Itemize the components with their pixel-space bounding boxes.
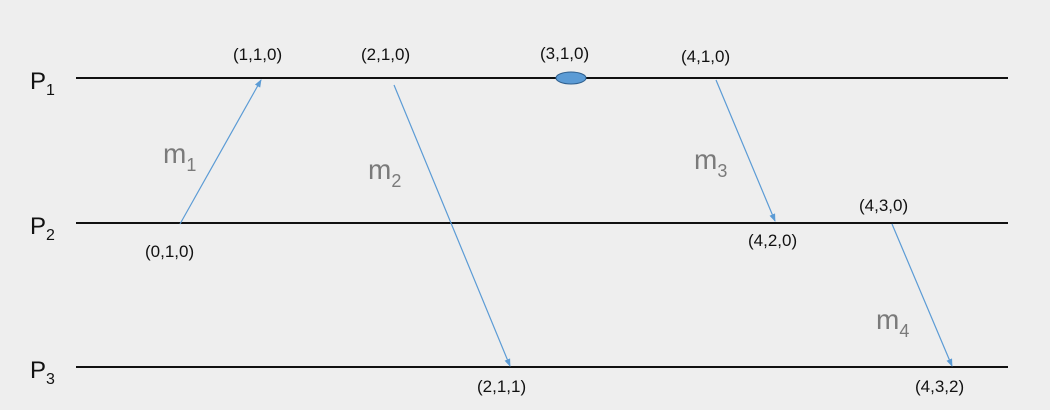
process-subscript: 2	[46, 227, 55, 244]
event-timestamp-p2-e1: (0,1,0)	[145, 242, 195, 261]
event-timestamp-p2-e3: (4,3,0)	[859, 196, 909, 215]
message-subscript: 1	[186, 155, 197, 175]
message-subscript: 3	[717, 161, 728, 181]
message-label-m1: m1	[163, 138, 196, 175]
process-letter: P	[30, 213, 47, 240]
event-timestamp-p1-e2: (2,1,0)	[361, 45, 411, 64]
message-subscript: 4	[899, 321, 910, 341]
event-timestamp-p1-e1: (1,1,0)	[233, 45, 283, 64]
process-letter: P	[30, 357, 47, 384]
message-letter: m	[368, 154, 392, 185]
message-letter: m	[163, 138, 187, 169]
process-label-p1: P1	[30, 68, 55, 99]
m2-arrow	[393, 84, 511, 367]
process-subscript: 3	[46, 371, 55, 388]
event-timestamp-p3-e1: (2,1,1)	[477, 377, 527, 396]
event-timestamp-p1-e4: (4,1,0)	[681, 47, 731, 66]
message-letter: m	[694, 144, 718, 175]
m1-arrow	[179, 79, 262, 225]
m3-arrow	[715, 79, 776, 222]
process-label-p2: P2	[30, 213, 55, 244]
event-timestamp-p2-e2: (4,2,0)	[748, 231, 798, 250]
message-letter: m	[876, 304, 900, 335]
event-timestamp-p1-e3: (3,1,0)	[540, 44, 590, 63]
process-letter: P	[30, 68, 47, 95]
process-label-p3: P3	[30, 357, 55, 388]
process-subscript: 1	[46, 82, 55, 99]
m4-arrow	[891, 223, 953, 367]
message-label-m3: m3	[694, 144, 727, 181]
event-timestamp-p3-e2: (4,3,2)	[915, 377, 965, 396]
message-label-m4: m4	[876, 304, 909, 341]
message-subscript: 2	[391, 171, 402, 191]
message-label-m2: m2	[368, 154, 401, 191]
internal-event-marker	[555, 71, 587, 85]
